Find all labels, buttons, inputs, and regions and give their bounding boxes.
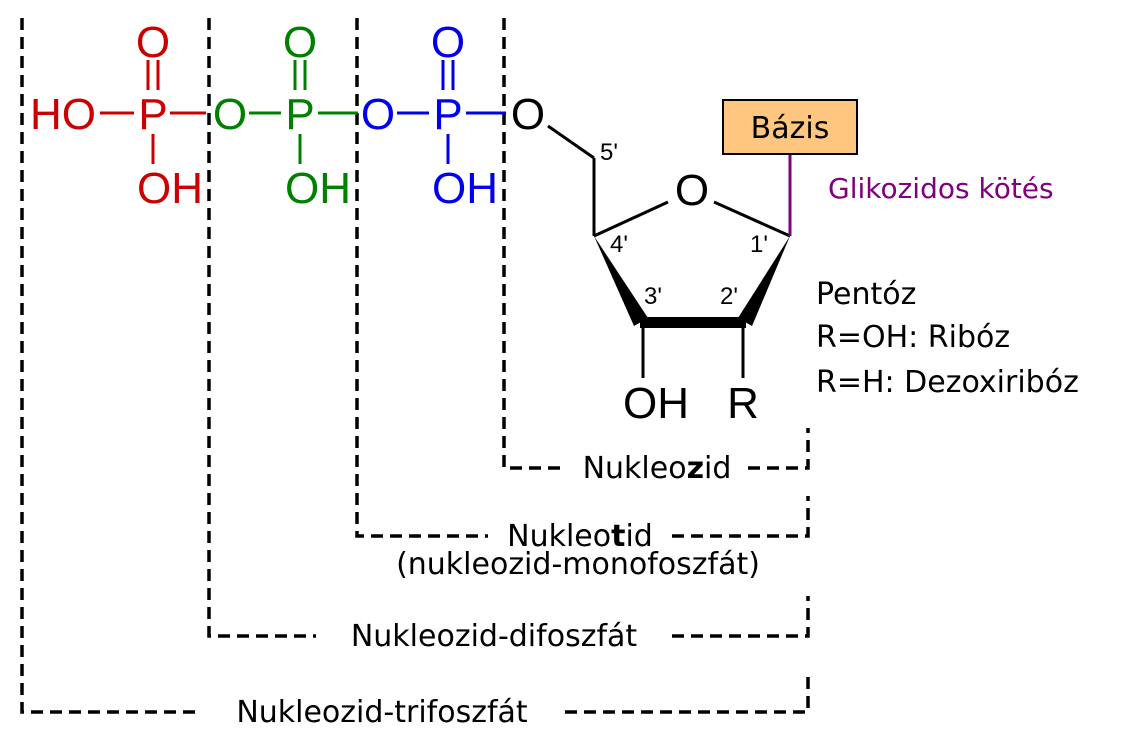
pentose-deoxyribose: R=H: Dezoxiribóz	[816, 365, 1079, 400]
c4-label: 4'	[610, 231, 628, 258]
nucleotide-label: Nukleotid	[507, 519, 653, 554]
pentose-ring: O O 5' 4' 3' 2' 1' OH R	[511, 90, 791, 428]
wedge-bond-c4-c3	[594, 236, 648, 326]
c2-label: 2'	[720, 283, 738, 310]
beta-o-top-text: O	[283, 18, 317, 67]
nucleoside-bracket	[502, 18, 810, 470]
diphosphate-label: Nukleozid-difoszfát	[351, 619, 638, 654]
beta-phosphate: O P O OH	[213, 18, 358, 213]
gamma-p-text: P	[138, 90, 167, 139]
nucleoside-label: Nukleozid	[583, 451, 732, 486]
base-box	[722, 99, 858, 155]
alpha-oh-text: OH	[432, 164, 498, 213]
nucleotide-bracket	[355, 18, 810, 538]
wedge-bond-c1-c2	[738, 236, 790, 326]
c1-label: 1'	[750, 231, 768, 258]
alpha-o-top-text: O	[431, 18, 465, 67]
triphosphate-bracket	[20, 18, 810, 714]
r2-text: R	[727, 379, 759, 428]
nucleotide-subtitle: (nukleozid-monofoszfát)	[396, 547, 760, 582]
beta-p-text: P	[285, 90, 314, 139]
oh3-text: OH	[623, 379, 689, 428]
gamma-phosphate: HO P O OH	[30, 18, 206, 213]
base-group: Bázis Glikozidos kötés	[722, 99, 1054, 236]
c3-label: 3'	[644, 283, 662, 310]
beta-oh-text: OH	[285, 164, 351, 213]
base-label: Bázis	[751, 111, 830, 146]
alpha-o-link-text: O	[361, 90, 395, 139]
gamma-ho-text: HO	[30, 90, 96, 139]
glycosidic-label: Glikozidos kötés	[828, 172, 1054, 205]
ring-oxygen-text: O	[675, 166, 709, 215]
pentose-ribose: R=OH: Ribóz	[816, 320, 1010, 355]
pentose-notes: Pentóz R=OH: Ribóz R=H: Dezoxiribóz	[816, 277, 1079, 400]
triphosphate-label: Nukleozid-trifoszfát	[236, 695, 528, 730]
bracket-lines	[20, 18, 810, 714]
bold-bond-c3-c2	[640, 317, 746, 328]
alpha-phosphate: O P O OH	[361, 18, 506, 213]
alpha-p-text: P	[433, 90, 462, 139]
beta-o-link-text: O	[213, 90, 247, 139]
gamma-o-top-text: O	[136, 18, 170, 67]
diphosphate-bracket	[207, 18, 810, 638]
c5-label: 5'	[600, 139, 618, 166]
ester-oxygen-text: O	[511, 90, 545, 139]
pentose-title: Pentóz	[816, 277, 916, 312]
gamma-oh-text: OH	[137, 164, 203, 213]
